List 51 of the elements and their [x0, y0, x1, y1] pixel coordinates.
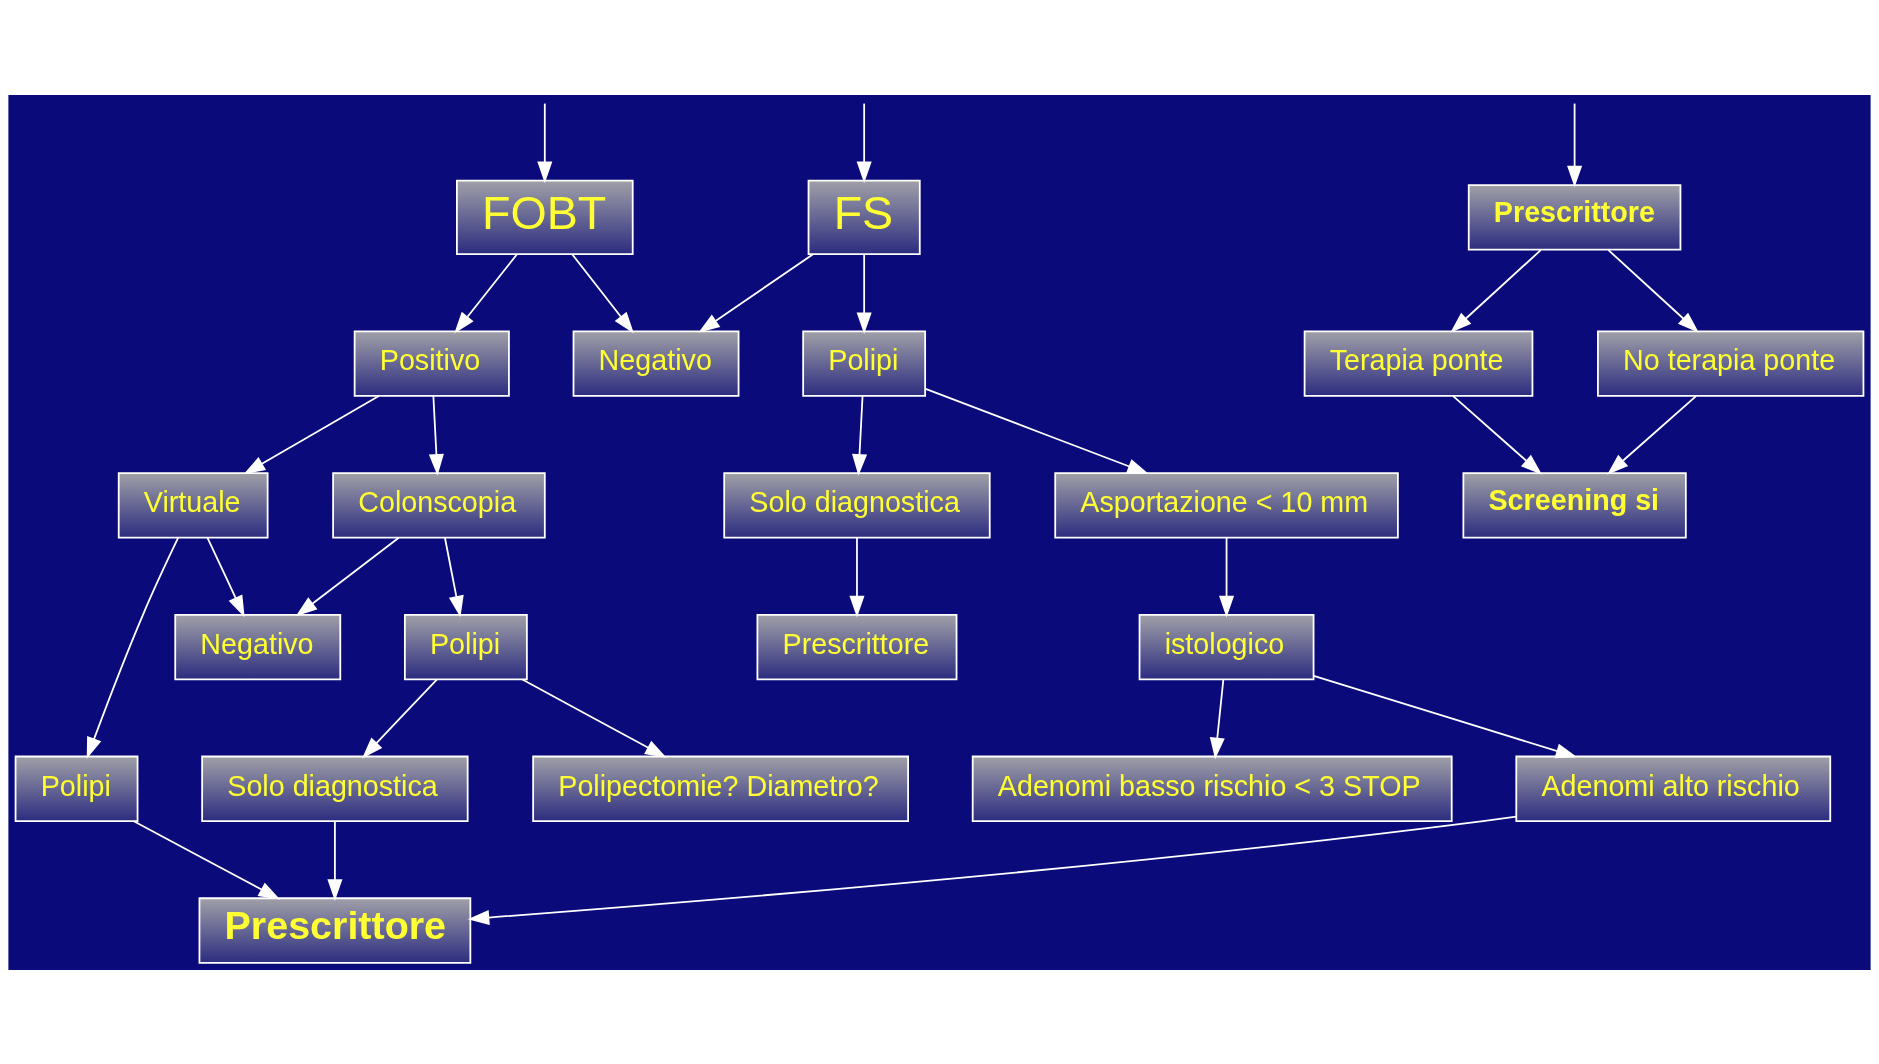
arrow — [1607, 394, 1697, 475]
node-box: Polipi — [802, 329, 927, 397]
arrow — [467, 815, 1518, 925]
arrow — [698, 253, 814, 333]
arrow — [295, 536, 400, 616]
node-box: Solo diagnostica — [201, 755, 469, 822]
node-box: Polipi — [403, 613, 528, 680]
node-box: Terapia ponte — [1303, 329, 1534, 397]
node-box: Prescrittore — [756, 613, 958, 680]
arrow — [444, 536, 464, 617]
node-box: Negativo — [174, 613, 342, 680]
arrow — [362, 678, 438, 758]
node-box: Asportazione < 10 mm — [1054, 471, 1399, 539]
node-box: Positivo — [353, 329, 510, 397]
arrow — [537, 102, 553, 183]
node-box: Adenomi alto rischio — [1515, 755, 1832, 822]
node-box: Prescrittore — [1467, 183, 1682, 251]
arrow — [1219, 536, 1235, 617]
node-box: Adenomi basso rischio < 3 STOP — [971, 755, 1453, 822]
arrow — [243, 394, 380, 474]
arrow — [86, 536, 179, 759]
node-box: Prescrittore — [198, 896, 472, 964]
node-box: Polipectomie? Diametro? — [532, 755, 909, 822]
arrow — [924, 387, 1149, 474]
arrow — [206, 536, 245, 617]
arrow — [856, 102, 872, 183]
arrow — [327, 819, 343, 901]
arrow — [856, 253, 872, 334]
node-box: FOBT — [456, 179, 634, 255]
arrow — [1567, 102, 1583, 187]
node-box: Virtuale — [117, 471, 269, 539]
node-box: No terapia ponte — [1597, 329, 1865, 397]
node-box: Screening si — [1462, 471, 1687, 539]
arrow — [428, 394, 444, 476]
arrow — [571, 253, 634, 333]
arrow — [1607, 248, 1699, 333]
arrow — [1450, 248, 1542, 333]
arrow — [849, 536, 865, 617]
arrow — [454, 253, 518, 333]
arrow — [133, 819, 281, 899]
node-box: Negativo — [572, 329, 740, 397]
arrow — [521, 678, 667, 758]
arrow — [1452, 394, 1543, 475]
arrow — [1209, 678, 1225, 759]
node-box: istologico — [1138, 613, 1315, 680]
node-box: Solo diagnostica — [723, 471, 991, 539]
arrow — [852, 394, 868, 476]
node-box: FS — [807, 179, 921, 255]
arrow — [1312, 674, 1578, 758]
node-box: Polipi — [14, 755, 139, 822]
node-box: Colonscopia — [332, 471, 546, 539]
